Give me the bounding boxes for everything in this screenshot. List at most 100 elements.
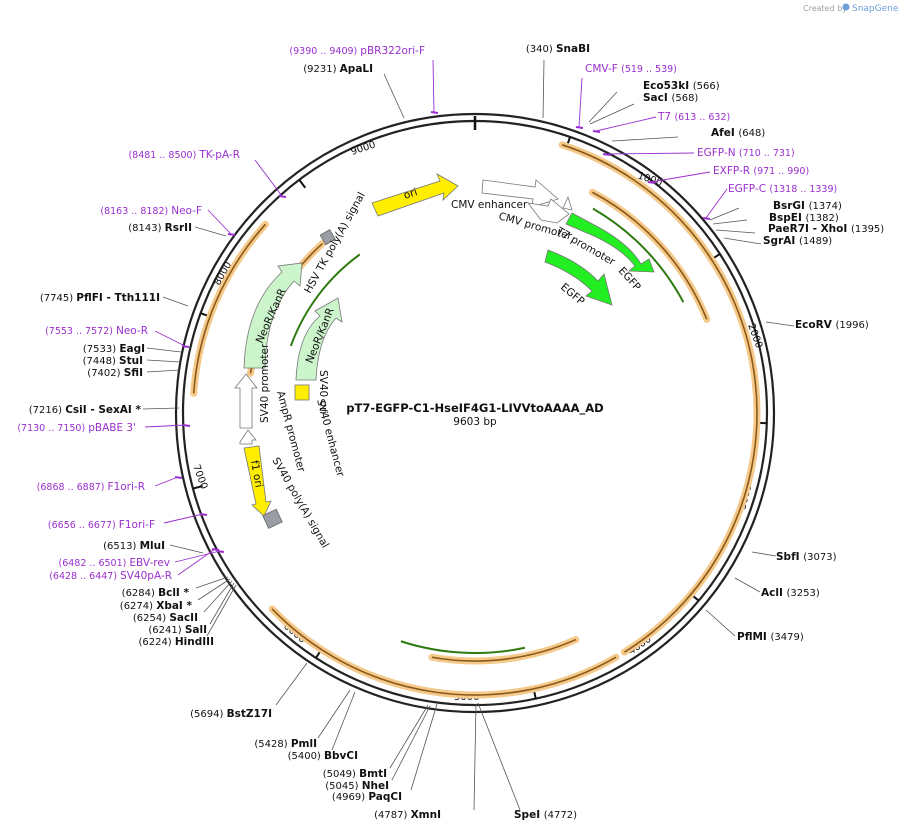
- site-label-20: (6224) HindIII: [138, 636, 214, 648]
- site-label-12: SpeI (4772): [514, 809, 577, 821]
- site-leader-0: [542, 59, 545, 119]
- site-label-29: (7533) EagI: [83, 343, 145, 355]
- egfp-arrow-1: [565, 212, 655, 273]
- site-leader-31: [194, 226, 227, 237]
- site-label-31: (8143) RsrII: [128, 222, 192, 234]
- primer-label-13: (6428 .. 6447) SV40pA-R: [49, 570, 172, 582]
- site-leader-7: [723, 237, 762, 245]
- site-leader-15: [391, 705, 431, 781]
- site-leader-26: [142, 407, 180, 410]
- orf-band-2-line: [192, 223, 267, 394]
- site-label-6: PaeR7I - XhoI (1395): [768, 223, 884, 235]
- ori-label: ori: [402, 186, 419, 202]
- orf-band-4-line: [431, 638, 577, 662]
- site-leader-9: [751, 551, 777, 557]
- cmv-enhancer-feature: [481, 179, 559, 208]
- primer-leader-9: [144, 424, 187, 428]
- site-leader-10: [734, 577, 761, 593]
- site-leader-14: [410, 703, 438, 791]
- site-label-22: (6254) SacII: [133, 612, 198, 624]
- site-leader-25: [169, 544, 204, 554]
- cmv-enhancer-label: CMV enhancer: [451, 199, 528, 211]
- primer-mark-9: [182, 424, 191, 427]
- hsv-tk-polya-label: HSV TK poly(A) signal: [302, 190, 368, 295]
- site-leader-24: [195, 576, 229, 589]
- primer-mark-4: [647, 181, 656, 184]
- primer-mark-13: [211, 548, 220, 551]
- primer-leader-2: [595, 116, 657, 132]
- tick-label-9000: 9000: [350, 140, 378, 158]
- sv40-promoter-label: SV40 promoter: [259, 343, 271, 423]
- site-leader-27: [146, 369, 181, 373]
- site-leader-6: [715, 229, 756, 234]
- site-label-9: SbfI (3073): [776, 551, 837, 563]
- site-label-4: BsrGI (1374): [773, 200, 842, 212]
- primer-mark-2: [592, 130, 601, 133]
- primer-label-10: (6868 .. 6887) F1ori-R: [37, 481, 145, 493]
- cmv-promoter-feature: [527, 198, 570, 224]
- primer-leader-10: [154, 476, 179, 487]
- features: ori CMV enhancer CMV promoter T7 promote…: [234, 173, 655, 550]
- site-leader-29: [146, 347, 182, 353]
- primer-mark-6: [278, 195, 287, 198]
- site-leader-12: [477, 702, 521, 811]
- inner-orf-arrow-2: [400, 640, 526, 654]
- site-leader-20: [206, 584, 237, 637]
- primer-mark-5: [702, 217, 711, 220]
- plasmid-name: pT7-EGFP-C1-HseIF4G1-LIVVtoAAAA_AD: [346, 401, 603, 416]
- inner-orf-arrow-3: [289, 253, 361, 347]
- site-label-2: SacI (568): [643, 92, 698, 104]
- primer-mark-8: [181, 345, 190, 348]
- site-label-19: (5694) BstZ17I: [190, 708, 272, 720]
- site-label-21: (6241) SalI: [148, 624, 207, 636]
- snapgene-logo-icon: [842, 3, 850, 11]
- site-label-7: SgrAI (1489): [763, 235, 832, 247]
- site-leader-1: [588, 91, 618, 123]
- credit-brand: SnapGene: [852, 4, 899, 14]
- tick-mark-7000: [192, 485, 203, 490]
- primer-mark-10: [174, 476, 183, 479]
- orf-band-1-highlight: [558, 141, 761, 656]
- primer-leader-13: [177, 548, 216, 576]
- site-leader-3: [611, 136, 679, 142]
- site-label-25: (6513) MluI: [103, 540, 165, 552]
- egfp-arrow-2: [544, 249, 613, 306]
- primer-leader-8: [154, 330, 186, 347]
- site-leader-5: [712, 219, 748, 225]
- neokanr-arrow-1: [243, 262, 303, 369]
- ori-feature: [371, 173, 459, 217]
- sv40-polya-feature: [262, 508, 283, 529]
- sv40-ori-feature: [294, 384, 310, 401]
- primer-label-0: (9390 .. 9409) pBR322ori-F: [289, 45, 425, 57]
- primer-label-4: EXFP-R (971 .. 990): [713, 165, 809, 177]
- primer-label-12: (6482 .. 6501) EBV-rev: [58, 557, 170, 569]
- primer-leader-1: [578, 77, 583, 128]
- snapgene-credit: Created by SnapGene: [803, 3, 899, 14]
- primer-leader-4: [650, 171, 711, 183]
- site-label-13: (4787) XmnI: [374, 809, 441, 821]
- primer-leader-5: [705, 188, 728, 219]
- primer-leader-7: [207, 209, 232, 235]
- t7-promoter-feature: [562, 195, 573, 211]
- primer-leader-11: [163, 513, 204, 524]
- primer-mark-3: [602, 153, 611, 156]
- egfp-label-2: EGFP: [558, 281, 587, 308]
- primer-label-8: (7553 .. 7572) Neo-R: [45, 325, 148, 337]
- site-leader-2: [589, 103, 635, 125]
- site-label-18: (5428) PmlI: [254, 738, 317, 750]
- site-label-28: (7448) StuI: [83, 355, 143, 367]
- backbone-outer-ring: [174, 112, 776, 714]
- primer-mark-11: [199, 513, 208, 516]
- orf-band-1-line: [561, 144, 758, 653]
- site-label-15: (5045) NheI: [325, 780, 389, 792]
- site-label-10: AclI (3253): [761, 587, 820, 599]
- site-label-24: (6284) BclI *: [122, 587, 190, 599]
- site-leader-8: [765, 321, 795, 327]
- inner-orf-arrow-1: [592, 207, 685, 303]
- orf-band-4-highlight: [428, 636, 580, 665]
- site-leader-13: [473, 703, 477, 811]
- sv40-enhancer-label: SV40 enhancer: [314, 398, 346, 479]
- site-leader-22: [203, 580, 233, 613]
